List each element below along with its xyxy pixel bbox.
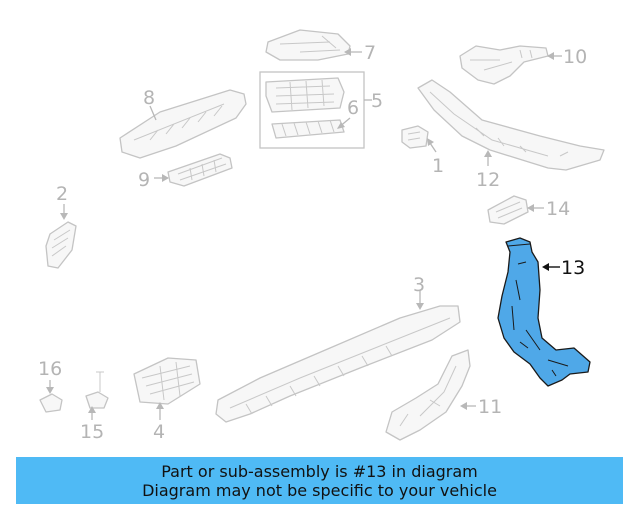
arrow-12 [484, 150, 492, 157]
callout-5: 5 [371, 90, 383, 112]
callout-8: 8 [143, 87, 155, 109]
part-15-fastener[interactable] [85, 371, 109, 409]
leader-8 [149, 105, 157, 121]
callout-6: 6 [347, 97, 359, 119]
part-10-vent[interactable] [459, 45, 549, 85]
part-5-assembly-box[interactable] [259, 71, 365, 149]
callout-1: 1 [432, 155, 444, 177]
part-14-bracket[interactable] [487, 195, 529, 225]
part-4-register[interactable] [133, 357, 201, 405]
arrow-15 [88, 406, 96, 413]
parts-diagram: 7 6 5 10 8 9 12 [38, 29, 605, 443]
callout-3: 3 [413, 274, 425, 296]
arrow-6 [337, 122, 345, 129]
callout-4: 4 [153, 421, 165, 443]
arrow-3 [416, 303, 424, 310]
callout-15: 15 [80, 421, 104, 443]
callout-2: 2 [56, 183, 68, 205]
part-1-clip[interactable] [401, 125, 429, 149]
arrow-11 [460, 402, 467, 410]
callout-11: 11 [478, 396, 502, 418]
part-13-duct-highlighted[interactable] [497, 237, 591, 387]
arrow-1 [427, 138, 434, 146]
arrow-16 [46, 387, 54, 394]
arrow-2 [60, 213, 68, 220]
callout-16: 16 [38, 358, 62, 380]
banner-line-2: Diagram may not be specific to your vehi… [142, 480, 497, 500]
part-11-duct[interactable] [385, 349, 471, 441]
part-3-long-duct[interactable] [215, 305, 461, 423]
arrow-14 [527, 204, 534, 212]
part-8-vent-panel[interactable] [119, 89, 247, 159]
callout-7: 7 [364, 42, 376, 64]
arrow-4 [156, 402, 164, 409]
arrow-10 [547, 52, 554, 60]
arrow-13 [542, 263, 549, 271]
callout-9: 9 [138, 169, 150, 191]
callout-12: 12 [476, 169, 500, 191]
callout-13: 13 [561, 257, 585, 279]
part-16-clip[interactable] [39, 393, 63, 413]
arrow-7 [344, 48, 351, 56]
callout-14: 14 [546, 198, 570, 220]
part-2-side-vent[interactable] [45, 221, 77, 269]
part-9-grille[interactable] [167, 153, 233, 187]
part-12-duct[interactable] [417, 79, 605, 171]
part-7-duct[interactable] [265, 29, 351, 61]
arrow-9 [162, 174, 169, 182]
banner-line-1: Part or sub-assembly is #13 in diagram [161, 461, 478, 481]
info-banner: Part or sub-assembly is #13 in diagram D… [16, 457, 623, 504]
callout-10: 10 [563, 46, 587, 68]
